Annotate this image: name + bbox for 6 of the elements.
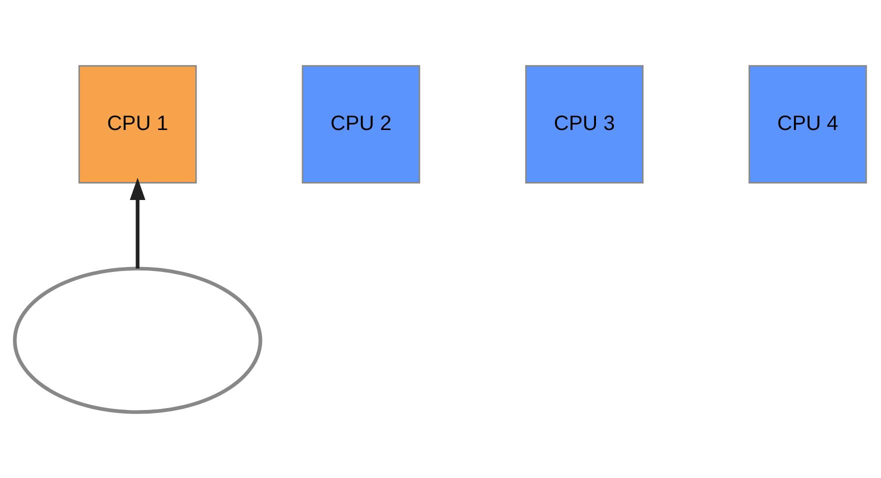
arrow: [130, 178, 146, 269]
node-box: CPU 4: [748, 65, 867, 184]
node-box: CPU 1: [78, 65, 197, 184]
node-box: CPU 3: [525, 65, 644, 184]
node-ellipse: [12, 266, 262, 414]
node-box: CPU 2: [302, 65, 420, 184]
